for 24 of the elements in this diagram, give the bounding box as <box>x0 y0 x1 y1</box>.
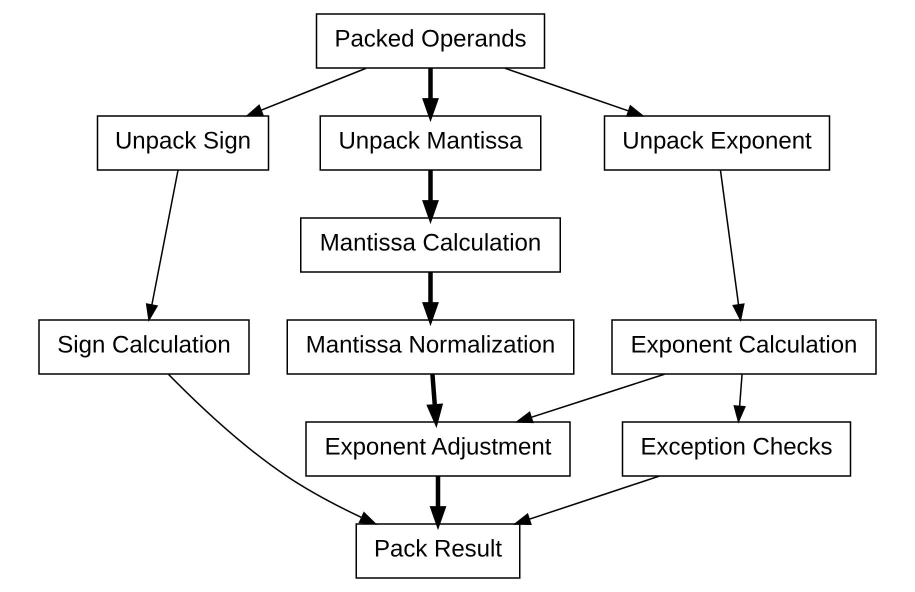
node-box: Packed Operands <box>316 13 546 69</box>
arrow <box>426 374 444 428</box>
node-box: Exponent Calculation <box>611 319 877 375</box>
arrow <box>504 68 645 117</box>
arrow <box>422 170 439 224</box>
arrow <box>146 170 179 322</box>
arrow <box>514 373 666 424</box>
node-box: Exception Checks <box>622 421 852 477</box>
arrow <box>422 68 439 122</box>
arrow <box>422 272 439 326</box>
arrow <box>512 475 660 525</box>
node-box: Mantissa Normalization <box>286 319 574 375</box>
node-box: Pack Result <box>356 523 520 579</box>
node-box: Unpack Exponent <box>604 115 830 171</box>
node-box: Unpack Mantissa <box>320 115 542 171</box>
node-box: Sign Calculation <box>38 319 250 375</box>
arrow <box>720 170 745 322</box>
node-box: Unpack Sign <box>96 115 270 171</box>
node-box: Exponent Adjustment <box>305 421 571 477</box>
arrow <box>168 374 378 525</box>
arrow <box>244 68 366 117</box>
arrow <box>430 476 446 530</box>
node-box: Mantissa Calculation <box>300 217 561 273</box>
arrow <box>733 374 746 424</box>
